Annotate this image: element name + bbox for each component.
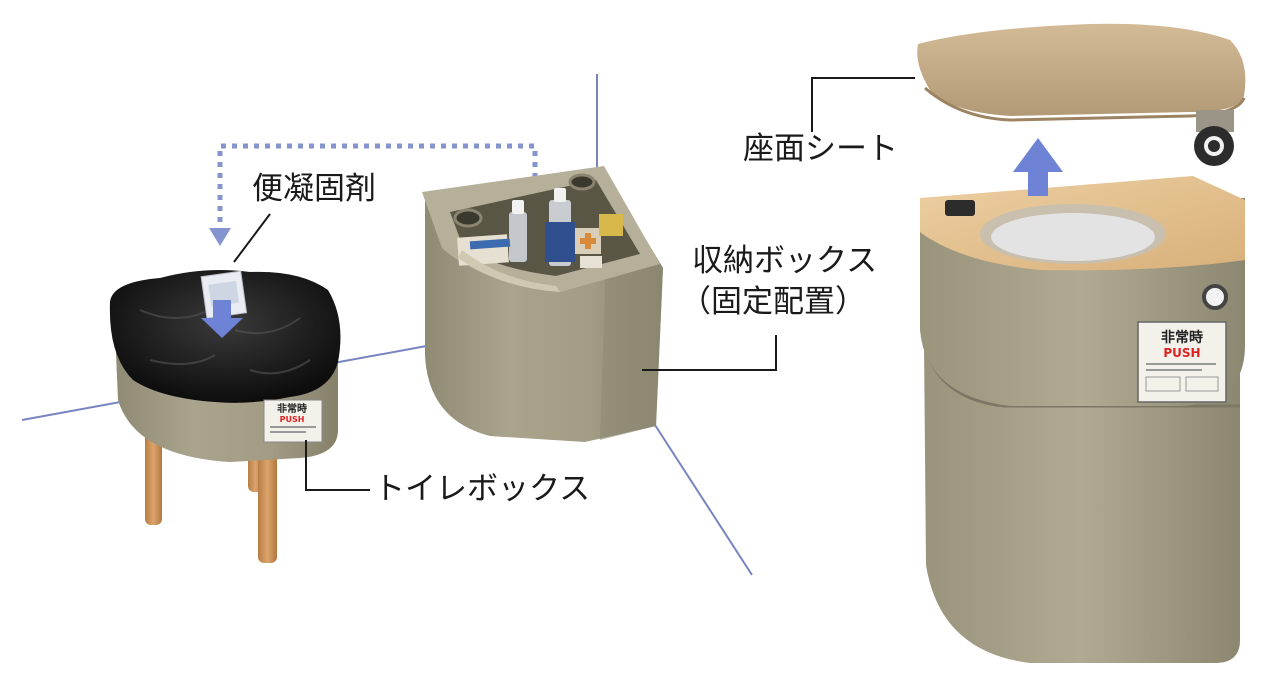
drop-arrow [201,300,243,338]
leader-seat-sheet [811,77,915,132]
leg-front [258,445,277,563]
garbage-bag [109,270,341,403]
storage-box [422,166,663,442]
guide-line-right [654,424,753,576]
label-storage-box-fixed: （固定配置） [680,284,866,320]
top-button [945,200,975,216]
dotted-arrowhead [209,228,231,246]
unit-sticker-title: 非常時 [1161,329,1203,346]
toilet-opening [991,213,1155,261]
full-unit: 非常時 PUSH [917,23,1246,663]
leader-lines [233,77,915,491]
unit-sticker: 非常時 PUSH [1137,321,1227,403]
label-coagulant: 便凝固剤 [252,171,376,207]
label-seat-sheet: 座面シート [743,131,898,167]
leader-coagulant [233,213,271,263]
water-bottles [509,188,575,266]
lift-arrow [1013,138,1063,196]
seat-hinge [1194,110,1234,166]
toilet-box: 非常時 PUSH [109,270,341,563]
unit-sticker-push: PUSH [1163,346,1200,360]
sticker-push: PUSH [280,415,305,424]
unit-lower-body [924,345,1240,663]
leg-back-left [145,430,162,525]
sticker-title: 非常時 [277,402,307,415]
label-storage-box: 収納ボックス [692,243,878,279]
label-toilet-box: トイレボックス [374,471,591,507]
coagulant-packet [200,270,248,319]
leader-toilet-box [305,440,370,491]
seat-cushion [917,23,1246,122]
toilet-box-sticker: 非常時 PUSH [263,399,323,443]
leader-storage-box [642,335,777,371]
side-knob [1202,284,1228,310]
